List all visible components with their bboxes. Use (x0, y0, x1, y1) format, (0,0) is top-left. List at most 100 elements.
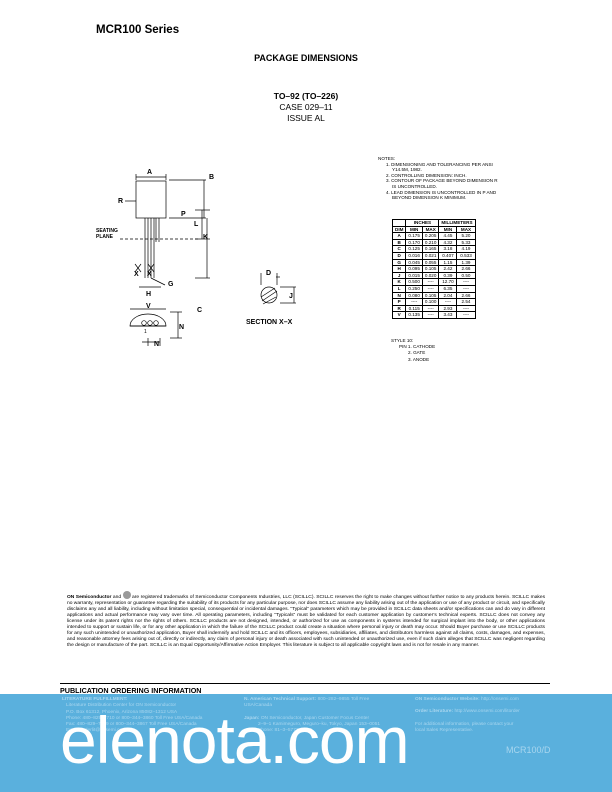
table-cell: ---- (456, 278, 476, 286)
table-cell: 0.015 (405, 271, 423, 280)
table-cell: ---- (421, 278, 440, 286)
table-cell-dim: B (391, 238, 407, 247)
package-name: TO–92 (TO–226) (273, 91, 339, 101)
dim-label-n1: N (179, 324, 184, 331)
dim-label-d: D (266, 270, 271, 277)
document-header-title: MCR100 Series (96, 24, 180, 36)
section-label: SECTION X–X (246, 319, 293, 326)
dim-label-v: V (146, 303, 151, 310)
dim-label-p: P (181, 211, 186, 218)
table-cell: 5.20 (456, 232, 476, 240)
table-cell-dim: K (391, 278, 407, 286)
table-header-dim: DIM (391, 225, 407, 234)
order-literature-link[interactable]: http://www.onsemi.com/litorder (454, 709, 520, 715)
style-pin-line: PIN 1. CATHODE (399, 344, 436, 350)
lit-line: Literature Distribution Center for ON Se… (66, 703, 177, 709)
disclaimer-body: are registered trademarks of Semiconduct… (67, 595, 546, 649)
dim-label-x1: X (134, 271, 139, 278)
table-col-header-row: DIM MIN MAX MIN MAX (391, 225, 476, 234)
table-cell-dim: R (391, 304, 407, 313)
dim-label-c: C (197, 307, 202, 314)
table-cell: 1.39 (456, 258, 476, 267)
package-drawing: A B R P L K X X G H V C N N D J SECTION … (96, 169, 296, 348)
section-title: PACKAGE DIMENSIONS (254, 53, 358, 63)
package-case: CASE 029–11 (279, 102, 333, 112)
japan-title: Japan: (244, 715, 260, 721)
table-cell: 0.210 (421, 238, 440, 247)
table-cell: 0.020 (421, 271, 440, 280)
table-cell: 3.43 (438, 311, 458, 319)
table-cell: 0.39 (438, 271, 458, 280)
lit-title: LITERATURE FULFILLMENT: (62, 697, 128, 702)
table-cell: ---- (456, 304, 476, 313)
japan-line: 2–9–1 Kamimeguro, Meguro–ku, Tokyo, Japa… (258, 721, 381, 727)
table-cell: 0.50 (456, 271, 476, 280)
table-cell: 0.105 (421, 265, 440, 273)
lit-line: Fax: 480–829–7709 or 800–344–3867 Toll F… (66, 722, 197, 728)
table-cell: ---- (421, 304, 440, 313)
publication-title: PUBLICATION ORDERING INFORMATION (60, 686, 202, 695)
table-cell: 4.32 (438, 238, 458, 247)
note-line: 4. LEAD DIMENSION IS UNCONTROLLED IN P A… (386, 189, 497, 195)
on-logo-icon (122, 591, 131, 599)
dim-label-b: B (209, 174, 214, 181)
dim-label-n2: N (154, 341, 159, 348)
table-cell: 0.175 (405, 232, 423, 240)
japan-line: Phone: 81–3–5773–3850 (258, 728, 312, 734)
table-cell: 2.66 (456, 291, 476, 300)
style-pin-line: 3. ANODE (408, 356, 430, 362)
lit-line: P.O. Box 61312, Phoenix, Arizona 85082–1… (66, 709, 178, 715)
note-line: 1. DIMENSIONING AND TOLERANCING PER ANSI (386, 161, 493, 167)
table-cell: 5.33 (456, 238, 476, 247)
dim-label-r: R (118, 198, 123, 205)
footer-band (0, 694, 612, 792)
table-cell: 0.105 (421, 291, 440, 300)
table-cell: 4.45 (438, 232, 458, 240)
table-header-millimeters: MILLIMETERS (438, 219, 476, 227)
website-link[interactable]: http://onsemi.com (481, 697, 519, 702)
dimension-table: INCHES MILLIMETERS DIM MIN MAX MIN MAX A… (391, 219, 476, 319)
table-cell: ---- (421, 284, 440, 293)
style-block: STYLE 10: PIN 1. CATHODE 2. GATE 3. ANOD… (391, 338, 435, 363)
note-line: IS UNCONTROLLED. (392, 183, 437, 189)
table-cell: 2.42 (438, 265, 458, 273)
table-cell: 2.66 (456, 265, 476, 273)
table-cell: 3.18 (438, 245, 458, 253)
brand-name: ON Semiconductor (67, 595, 112, 600)
package-issue: ISSUE AL (287, 113, 325, 123)
na-title: N. American Technical Support: (244, 697, 317, 702)
table-cell: 0.045 (405, 258, 423, 267)
table-row: P----0.100----2.54 (391, 298, 476, 306)
table-cell: 4.19 (456, 245, 476, 253)
disclaimer-and: and (112, 595, 122, 600)
table-cell-dim: N (391, 291, 407, 300)
legal-disclaimer: ON Semiconductor and are registered trad… (67, 591, 545, 649)
table-cell: 0.080 (405, 291, 423, 300)
divider (60, 683, 550, 684)
table-header-blank (391, 219, 407, 227)
japan-line: ON Semiconductor, Japan Customer Focus C… (260, 715, 370, 721)
table-cell-dim: C (391, 245, 407, 253)
table-cell: 2.93 (438, 304, 458, 313)
watermark: elenota.com (60, 703, 410, 777)
notes-block: NOTES: 1. DIMENSIONING AND TOLERANCING P… (378, 156, 508, 201)
table-cell: 2.04 (438, 291, 458, 300)
web-title: ON Semiconductor Website: (415, 697, 480, 702)
dim-label-a: A (147, 169, 152, 176)
table-header-inches: INCHES (405, 219, 440, 227)
order-title: Order Literature: (415, 709, 454, 715)
table-cell-dim: A (391, 232, 407, 240)
pin-one-label: 1 (144, 329, 147, 335)
technical-support: N. American Technical Support: 800–282–9… (244, 697, 419, 734)
style-title: STYLE 10: (391, 338, 414, 343)
table-header-max: MAX (421, 225, 440, 234)
